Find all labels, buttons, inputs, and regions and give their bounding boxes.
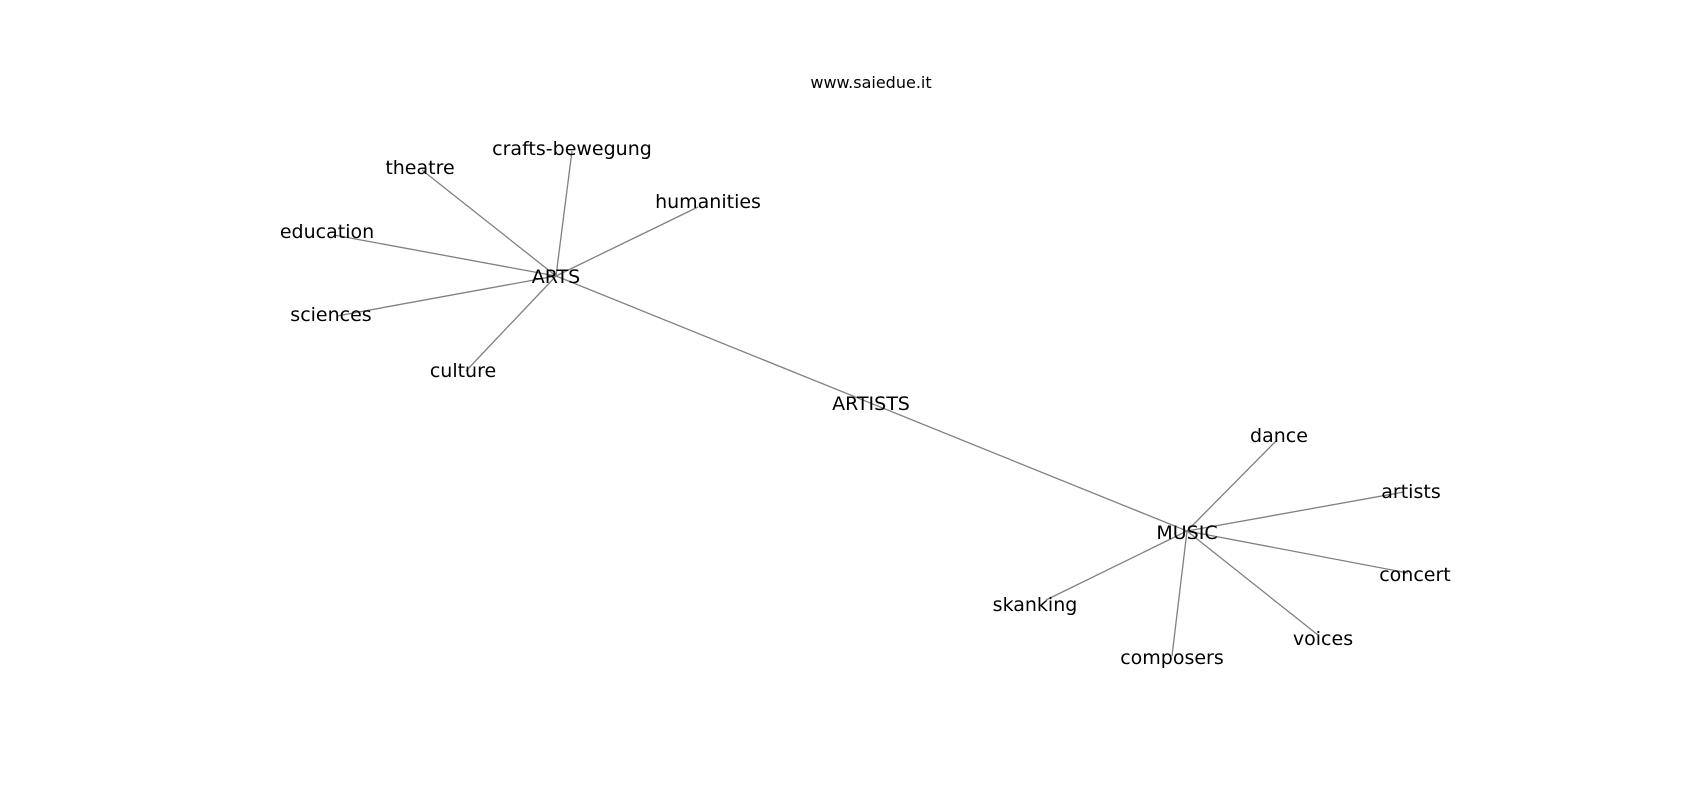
node-humanities: humanities: [655, 191, 761, 213]
edge-arts-theatre: [421, 169, 557, 277]
node-dance: dance: [1250, 425, 1308, 447]
edge-arts-crafts-bewegung: [555, 150, 573, 277]
node-theatre: theatre: [385, 157, 454, 179]
node-crafts-bewegung: crafts-bewegung: [492, 138, 652, 160]
node-concert: concert: [1379, 564, 1451, 586]
edge-music-voices: [1186, 530, 1319, 636]
node-composers: composers: [1120, 647, 1224, 669]
edge-arts-education: [333, 234, 557, 277]
edge-arts-sciences: [336, 275, 557, 317]
node-skanking: skanking: [993, 594, 1078, 616]
site-title: www.saiedue.it: [810, 73, 931, 92]
node-artists: artists: [1381, 481, 1440, 503]
edge-music-concert: [1186, 530, 1409, 574]
edge-arts-culture: [465, 275, 557, 372]
edge-music-dance: [1186, 439, 1278, 532]
edge-music-skanking: [1045, 530, 1188, 601]
node-education: education: [280, 221, 374, 243]
node-voices: voices: [1293, 628, 1353, 650]
edge-music-composers: [1171, 530, 1188, 657]
edge-arts-music: [555, 275, 1188, 532]
node-arts: ARTS: [532, 266, 580, 288]
edge-arts-humanities: [555, 206, 699, 277]
edge-music-artists: [1186, 491, 1405, 532]
edges: [333, 150, 1409, 657]
node-labels: ARTISTS ARTS crafts-bewegung theatre hum…: [280, 138, 1451, 669]
node-sciences: sciences: [290, 304, 371, 326]
node-culture: culture: [430, 360, 496, 382]
node-music: MUSIC: [1156, 522, 1217, 544]
node-artists-hub: ARTISTS: [832, 393, 910, 415]
